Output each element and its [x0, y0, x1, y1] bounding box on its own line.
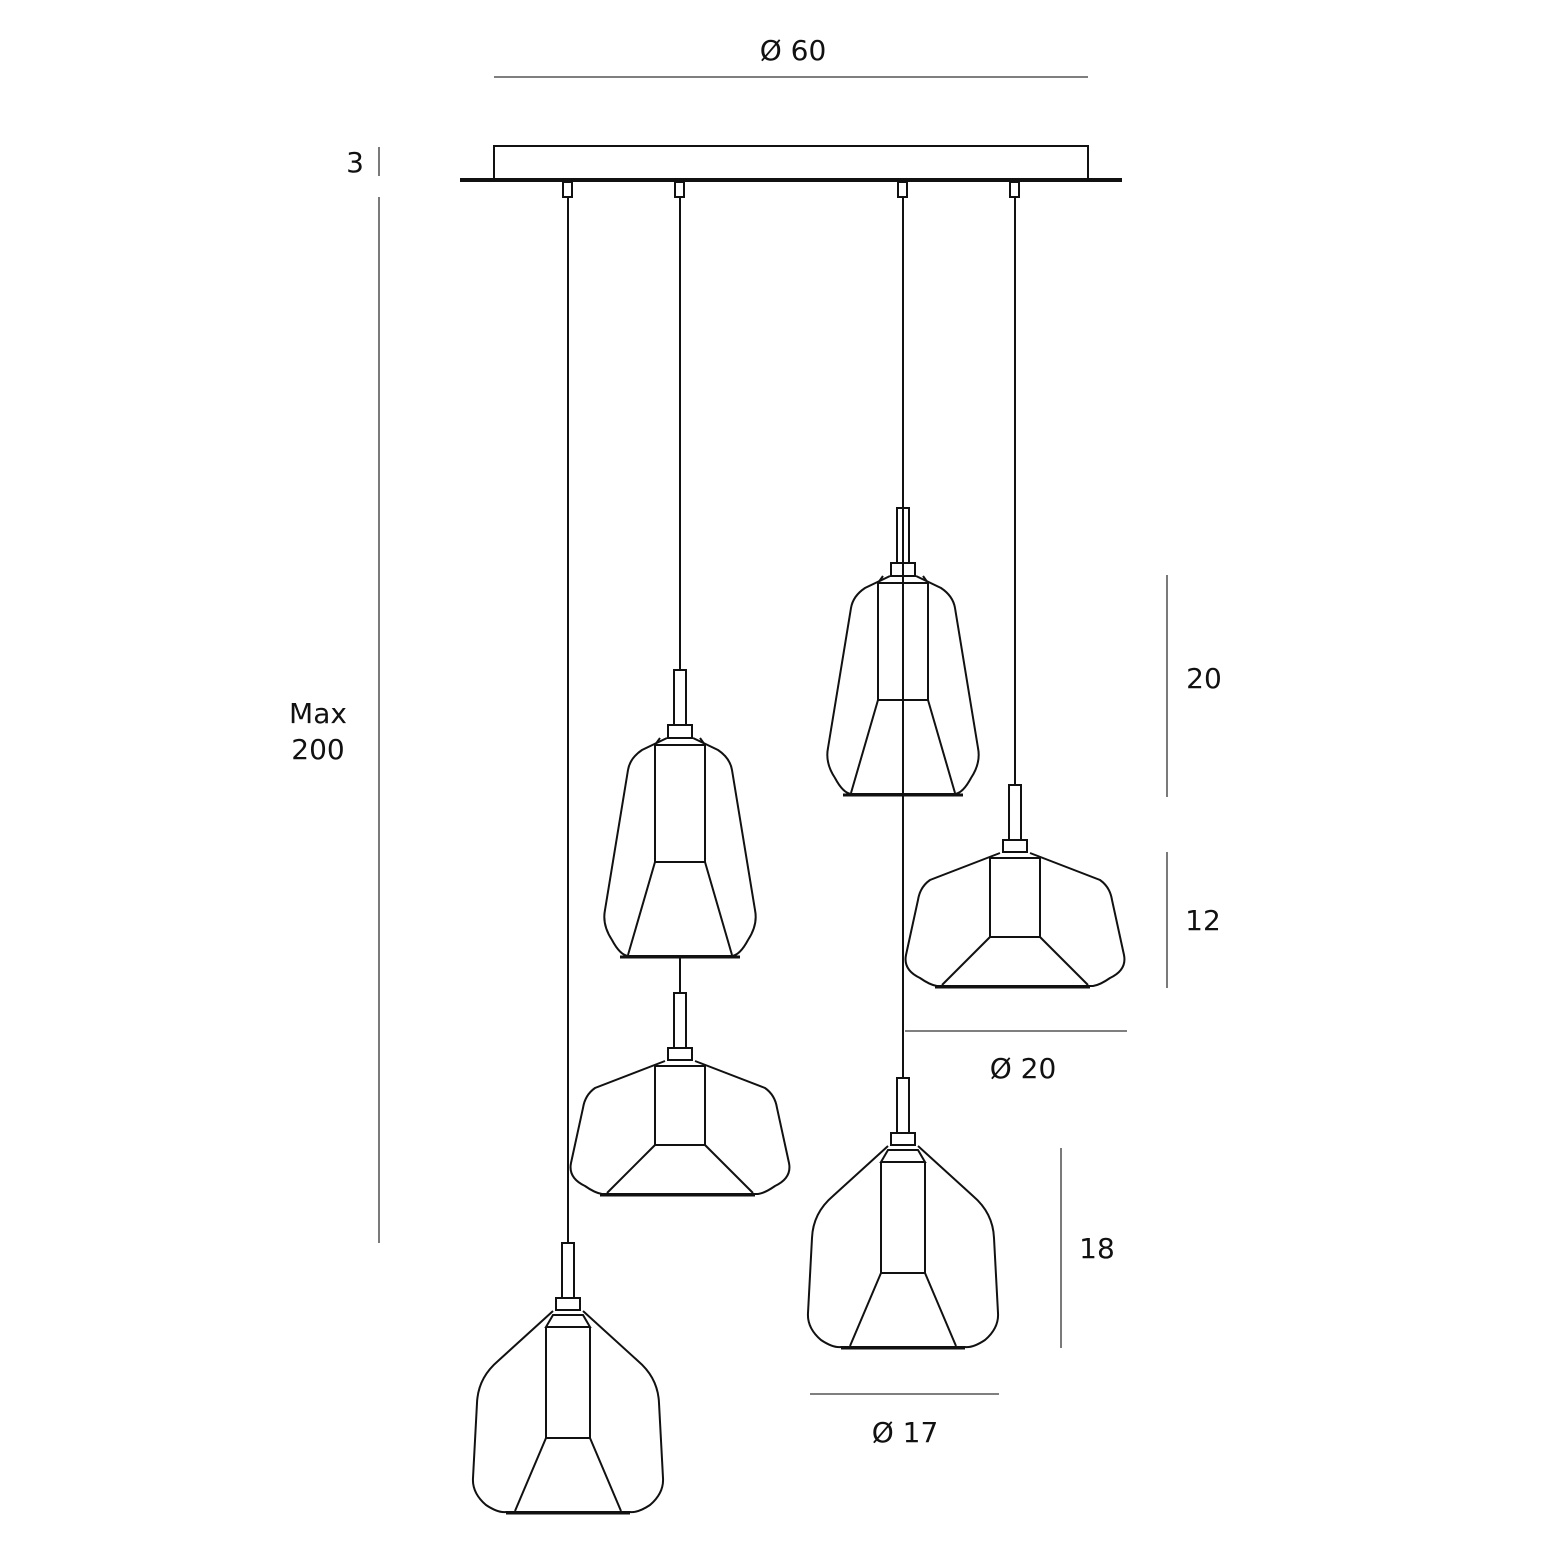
- dimension-label: 20: [1186, 662, 1222, 695]
- lamp-inner-diffuser: [514, 1314, 622, 1512]
- cords: [567, 197, 1016, 1243]
- lamp-stem: [673, 992, 687, 1049]
- lamp-shade-outline: [603, 737, 757, 957]
- lamps: [471, 507, 1126, 1515]
- dimension-label: 3: [346, 146, 364, 179]
- lamp-shade-outline: [471, 1310, 665, 1514]
- lamp-stem: [561, 1242, 575, 1299]
- lamp-cap: [667, 1047, 693, 1061]
- pendant-lamp-round: [806, 1077, 1000, 1350]
- lamp-cap: [890, 1132, 916, 1146]
- pendant-lamp-wide: [569, 992, 791, 1197]
- lamp-cap: [1002, 839, 1028, 853]
- lamp-inner-diffuser: [849, 1149, 957, 1347]
- lamp-inner-diffuser: [941, 857, 1089, 986]
- lamp-cap: [890, 562, 916, 577]
- lamp-inner-diffuser: [606, 1065, 754, 1194]
- lamp-stem: [896, 1077, 910, 1134]
- lamp-cap: [555, 1297, 581, 1311]
- dimension-label: 200: [291, 733, 344, 766]
- lamp-cap: [667, 724, 693, 739]
- lamp-stem: [1008, 784, 1022, 841]
- dimension-label: Ø 20: [990, 1052, 1057, 1085]
- pendant-lamp-wide: [904, 784, 1126, 989]
- pendant-lamp-tall: [826, 507, 980, 797]
- dimension-max-length: Max 200: [289, 197, 380, 1243]
- lamp-shade-outline: [569, 1060, 791, 1195]
- lamp-shade-outline: [904, 852, 1126, 987]
- dimension-tall-shade-height: 20: [1166, 575, 1222, 797]
- lamp-shade-outline: [806, 1145, 1000, 1349]
- dimension-round-shade-height: 18: [1060, 1148, 1115, 1348]
- dimension-label: 12: [1185, 904, 1221, 937]
- dimension-canopy-diameter: Ø 60: [494, 34, 1088, 78]
- pendant-lamp-round: [471, 1242, 665, 1515]
- dimension-round-shade-diameter: Ø 17: [810, 1393, 999, 1449]
- dimension-label: Ø 60: [760, 34, 827, 67]
- dimension-canopy-height: 3: [346, 146, 380, 179]
- canopy: [460, 145, 1122, 198]
- dimension-label: Ø 17: [872, 1416, 939, 1449]
- dimension-label: 18: [1079, 1232, 1115, 1265]
- lamp-inner-diffuser: [850, 575, 956, 794]
- dimension-wide-shade-height: 12: [1166, 852, 1221, 988]
- pendant-lamp-tall: [603, 669, 757, 959]
- lamp-stem: [673, 669, 687, 726]
- dimension-wide-shade-diameter: Ø 20: [905, 1030, 1127, 1085]
- dimension-label: Max: [289, 697, 347, 730]
- lamp-inner-diffuser: [627, 737, 733, 956]
